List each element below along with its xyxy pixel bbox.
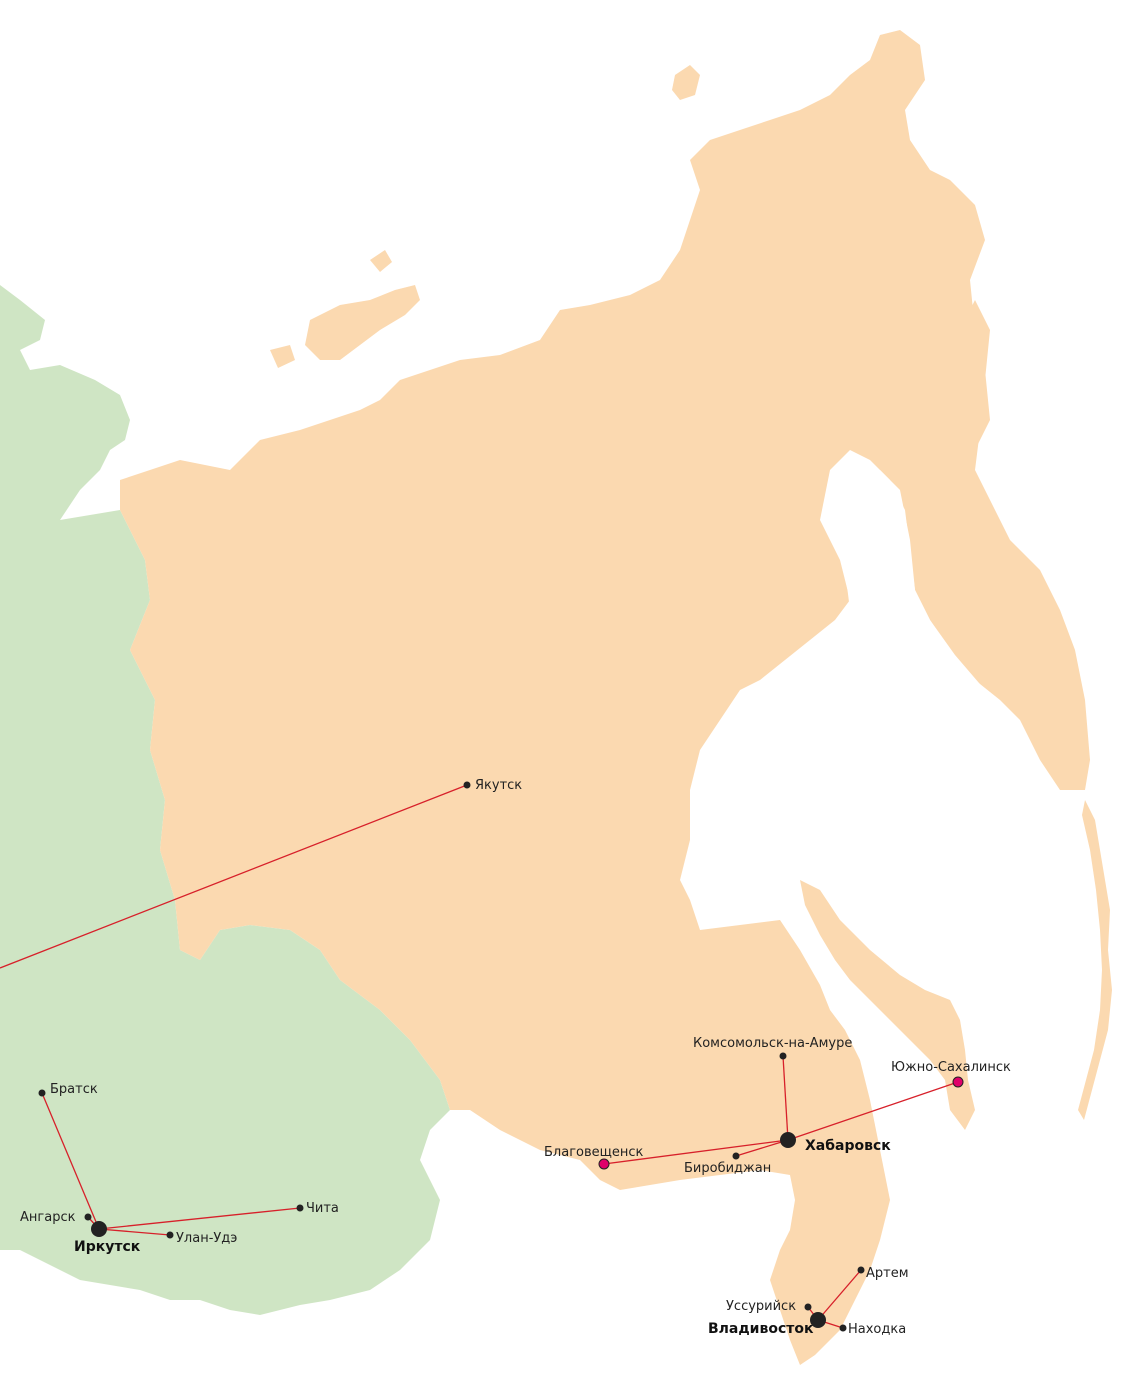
- route-yakutsk: [0, 784, 468, 969]
- kamchatka-peninsula: [905, 300, 1090, 770]
- label-chita: Чита: [306, 1201, 339, 1216]
- label-angarsk: Ангарск: [20, 1210, 76, 1225]
- marker-bratsk[interactable]: [38, 1089, 46, 1097]
- label-artem: Артем: [866, 1266, 909, 1281]
- route-vladivostok-artem: [817, 1269, 862, 1321]
- label-khabarovsk: Хабаровск: [805, 1138, 891, 1154]
- label-ussuriysk: Уссурийск: [726, 1299, 796, 1314]
- label-bratsk: Братск: [50, 1082, 98, 1097]
- marker-yuzhno-sakhalinsk[interactable]: [952, 1076, 964, 1088]
- label-ulan-ude: Улан-Удэ: [176, 1231, 237, 1246]
- city-markers: [38, 781, 964, 1332]
- marker-vladivostok[interactable]: [810, 1312, 826, 1328]
- label-komsomolsk: Комсомольск-на-Амуре: [693, 1036, 852, 1051]
- label-blagoveshchensk: Благовещенск: [544, 1145, 644, 1160]
- marker-nakhodka[interactable]: [839, 1324, 847, 1332]
- label-yuzhno-sakhalinsk: Южно-Сахалинск: [891, 1060, 1011, 1075]
- marker-birobidzhan[interactable]: [732, 1152, 740, 1160]
- marker-chita[interactable]: [296, 1204, 304, 1212]
- new-siberian-islands: [305, 285, 420, 360]
- label-vladivostok: Владивосток: [708, 1321, 814, 1337]
- wrangel-island: [672, 65, 700, 100]
- marker-ulan-ude[interactable]: [166, 1231, 174, 1239]
- island-small-1: [370, 250, 392, 272]
- route-khabarovsk-blagoveshchensk: [603, 1139, 789, 1165]
- route-khabarovsk-komsomolsk: [782, 1055, 789, 1141]
- label-nakhodka: Находка: [848, 1322, 906, 1337]
- marker-angarsk[interactable]: [84, 1213, 92, 1221]
- route-lines: [0, 784, 959, 1329]
- sakhalin-island: [800, 880, 975, 1130]
- siberia-coast-detail: [0, 380, 60, 520]
- marker-yakutsk[interactable]: [463, 781, 471, 789]
- marker-blagoveshchensk[interactable]: [598, 1158, 610, 1170]
- marker-khabarovsk[interactable]: [780, 1132, 796, 1148]
- marker-ussuriysk[interactable]: [804, 1303, 812, 1311]
- route-khabarovsk-yuzhno-sakhalinsk: [787, 1081, 959, 1141]
- marker-artem[interactable]: [857, 1266, 865, 1274]
- island-small-2: [270, 345, 295, 368]
- label-yakutsk: Якутск: [475, 778, 522, 793]
- city-labels: Якутск Братск Ангарск Иркутск Улан-Удэ Ч…: [20, 778, 1011, 1337]
- siberia-region: [0, 285, 450, 1315]
- route-irkutsk-bratsk: [41, 1092, 100, 1230]
- kuril-islands: [1078, 800, 1112, 1120]
- route-khabarovsk-birobidzhan: [735, 1139, 789, 1157]
- route-irkutsk-chita: [98, 1207, 301, 1230]
- marker-komsomolsk[interactable]: [779, 1052, 787, 1060]
- far-east-region: [120, 30, 1090, 1365]
- route-irkutsk-ulan-ude: [98, 1228, 171, 1236]
- sea-of-okhotsk: [700, 470, 1020, 900]
- marker-irkutsk[interactable]: [91, 1221, 107, 1237]
- label-birobidzhan: Биробиджан: [684, 1161, 771, 1176]
- label-irkutsk: Иркутск: [74, 1239, 141, 1255]
